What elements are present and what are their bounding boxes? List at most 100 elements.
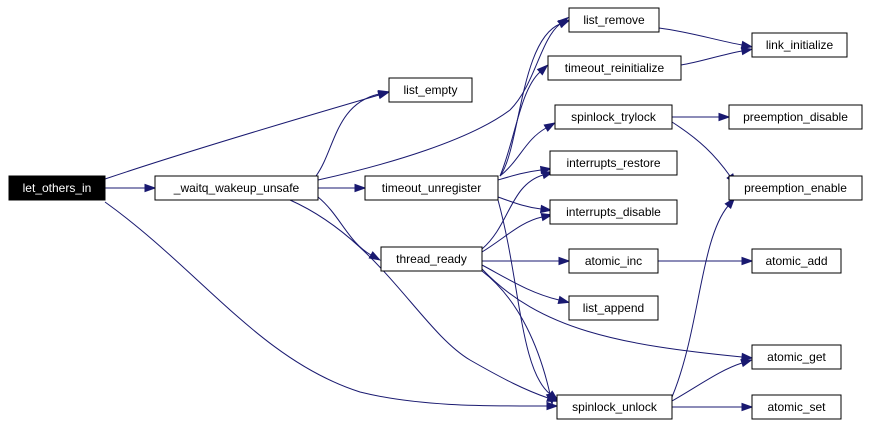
arrowhead — [724, 197, 736, 210]
node-timeout-unregister[interactable]: timeout_unregister — [364, 175, 499, 201]
node-atomic-inc[interactable]: atomic_inc — [568, 248, 659, 274]
node-box — [554, 104, 673, 130]
arrowhead — [557, 19, 571, 29]
edge-line — [497, 196, 542, 210]
edge-thread-ready-to-atomic-inc — [482, 256, 571, 266]
edge-line — [481, 264, 560, 301]
node-label: atomic_inc — [585, 254, 642, 268]
edge-line — [104, 201, 548, 407]
edge-list-remove-to-link-initialize — [658, 27, 754, 50]
node-box — [728, 175, 863, 201]
edge-spinlock-unlock-to-atomic-get — [671, 359, 753, 402]
node-atomic-set[interactable]: atomic_set — [751, 394, 842, 420]
edge-line — [317, 196, 372, 256]
node-label: let_others_in — [23, 181, 92, 195]
node-label: spinlock_unlock — [572, 400, 658, 414]
edge-spinlock-trylock-to-preemption-disable — [672, 112, 731, 122]
node-spinlock-trylock[interactable]: spinlock_trylock — [554, 104, 673, 130]
node-label: atomic_get — [767, 350, 826, 364]
node-box — [388, 77, 473, 103]
edge-spinlock-unlock-to-preemption-enable — [671, 197, 736, 398]
arrowhead — [368, 251, 382, 261]
node-let-others-in[interactable]: let_others_in — [8, 175, 106, 201]
edge-line — [671, 121, 731, 177]
node-box — [728, 104, 863, 130]
edge-thread-ready-to-list-append — [481, 264, 571, 304]
node-label: thread_ready — [396, 252, 467, 266]
node-label: _waitq_wakeup_unsafe — [173, 181, 300, 195]
node-link-initialize[interactable]: link_initialize — [751, 32, 848, 58]
node-atomic-get[interactable]: atomic_get — [751, 344, 842, 370]
node-list-remove[interactable]: list_remove — [568, 7, 660, 33]
edge-line — [289, 199, 549, 399]
edge-thread-ready-to-interrupts-disable — [481, 213, 554, 253]
node-list-empty[interactable]: list_empty — [388, 77, 473, 103]
node-spinlock-unlock[interactable]: spinlock_unlock — [556, 394, 673, 420]
node-box — [568, 248, 659, 274]
node-box — [547, 55, 682, 81]
edge-thread-ready-to-atomic-get — [481, 268, 754, 362]
arrowhead — [741, 402, 754, 412]
node-box — [751, 344, 842, 370]
node-label: preemption_enable — [744, 181, 847, 195]
edge-line — [315, 93, 380, 177]
arrowhead — [740, 359, 753, 368]
edge-timeout-unregister-to-spinlock-trylock — [499, 122, 556, 177]
node-waitq-wakeup-unsafe[interactable]: _waitq_wakeup_unsafe — [154, 175, 319, 201]
edge-spinlock-trylock-to-preemption-enable — [671, 121, 737, 186]
node-interrupts-restore[interactable]: interrupts_restore — [549, 150, 678, 176]
node-label: spinlock_trylock — [571, 110, 657, 124]
node-preemption-disable[interactable]: preemption_disable — [728, 104, 863, 130]
edge-line — [499, 23, 561, 177]
edge-line — [481, 270, 551, 395]
node-label: atomic_set — [767, 400, 826, 414]
node-box — [8, 175, 106, 201]
edge-waitq-wakeup-unsafe-to-thread-ready — [317, 196, 382, 261]
edge-line — [658, 27, 743, 46]
node-timeout-reinitialize[interactable]: timeout_reinitialize — [547, 55, 682, 81]
arrowhead — [354, 183, 367, 193]
arrowhead — [377, 90, 391, 99]
edge-line — [104, 94, 380, 180]
arrowhead — [741, 352, 754, 362]
edge-thread-ready-to-spinlock-unlock — [481, 270, 554, 406]
arrowhead — [545, 392, 554, 406]
edge-let-others-in-to-list-empty — [104, 91, 391, 180]
arrowhead — [144, 183, 157, 193]
node-box — [380, 246, 483, 272]
node-box — [751, 394, 842, 420]
edge-waitq-wakeup-unsafe-to-spinlock-unlock — [289, 199, 559, 402]
node-list-append[interactable]: list_append — [568, 295, 659, 321]
node-label: list_empty — [403, 83, 457, 97]
node-box — [549, 199, 678, 225]
edge-timeout-unregister-to-interrupts-disable — [497, 196, 553, 214]
edge-line — [671, 205, 729, 398]
node-atomic-add[interactable]: atomic_add — [751, 248, 842, 274]
node-interrupts-disable[interactable]: interrupts_disable — [549, 199, 678, 225]
edge-line — [499, 71, 541, 177]
arrowhead — [539, 204, 553, 214]
node-box — [568, 7, 660, 33]
node-box — [556, 394, 673, 420]
edge-atomic-inc-to-atomic-add — [658, 256, 754, 266]
arrowhead — [740, 46, 754, 56]
arrowhead — [543, 122, 556, 132]
edge-let-others-in-to-waitq-wakeup-unsafe — [105, 183, 157, 193]
node-box — [549, 150, 678, 176]
node-box — [568, 295, 659, 321]
node-box — [364, 175, 499, 201]
edge-line — [680, 50, 743, 66]
node-label: link_initialize — [766, 38, 834, 52]
node-preemption-enable[interactable]: preemption_enable — [728, 175, 863, 201]
node-label: timeout_reinitialize — [565, 61, 665, 75]
node-thread-ready[interactable]: thread_ready — [380, 246, 483, 272]
edge-timeout-reinitialize-to-link-initialize — [680, 46, 754, 66]
arrowhead — [540, 213, 554, 222]
node-label: timeout_unregister — [382, 181, 481, 195]
edge-timeout-unregister-to-spinlock-unlock — [497, 199, 559, 402]
node-label: preemption_disable — [743, 110, 848, 124]
edge-line — [497, 169, 542, 181]
edge-line — [497, 199, 551, 395]
